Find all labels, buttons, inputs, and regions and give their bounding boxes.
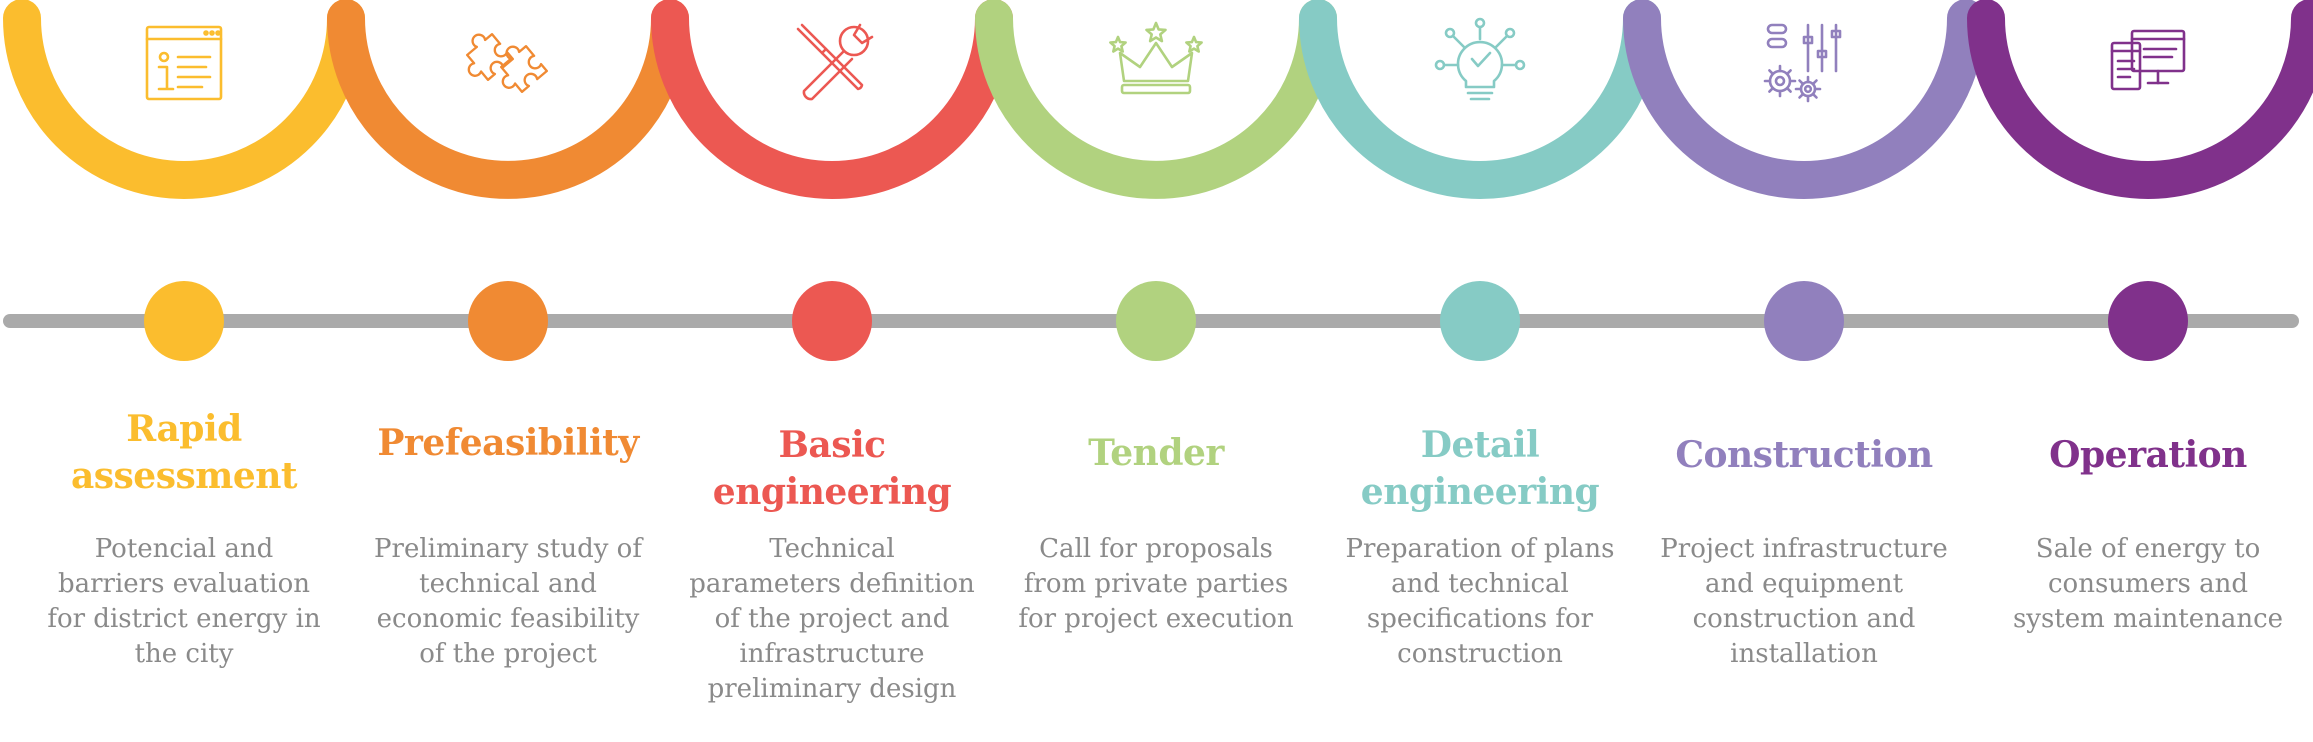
- stage-arc-detail-engineering: [1299, 0, 1661, 199]
- stage-dot-detail-engineering: [1440, 281, 1520, 361]
- lightbulb-network-icon: [1434, 17, 1526, 101]
- stage-dot-basic-engineering: [792, 281, 872, 361]
- stage-dot-rapid-assessment: [144, 281, 224, 361]
- info-browser-icon: [145, 25, 223, 101]
- stage-title-operation: Operation: [2049, 433, 2247, 476]
- gears-sliders-icon: [1763, 23, 1842, 103]
- stage-dot-tender: [1116, 281, 1196, 361]
- stage-arc-basic-engineering: [651, 0, 1013, 199]
- stage-dot-construction: [1764, 281, 1844, 361]
- stage-arc-prefeasibility: [327, 0, 689, 199]
- stage-title-construction: Construction: [1675, 433, 1933, 476]
- computer-screens-icon: [2110, 29, 2186, 91]
- stage-dot-operation: [2108, 281, 2188, 361]
- puzzle-icon: [466, 33, 548, 93]
- stage-title-tender: Tender: [1088, 431, 1224, 474]
- stage-title-prefeasibility: Prefeasibility: [377, 421, 639, 464]
- wrench-screwdriver-icon: [796, 23, 874, 101]
- stage-arc-rapid-assessment: [3, 0, 365, 199]
- stage-arc-operation: [1967, 0, 2313, 199]
- crown-icon: [1109, 21, 1203, 95]
- stage-arc-construction: [1623, 0, 1985, 199]
- stage-arc-tender: [975, 0, 1337, 199]
- stage-dot-prefeasibility: [468, 281, 548, 361]
